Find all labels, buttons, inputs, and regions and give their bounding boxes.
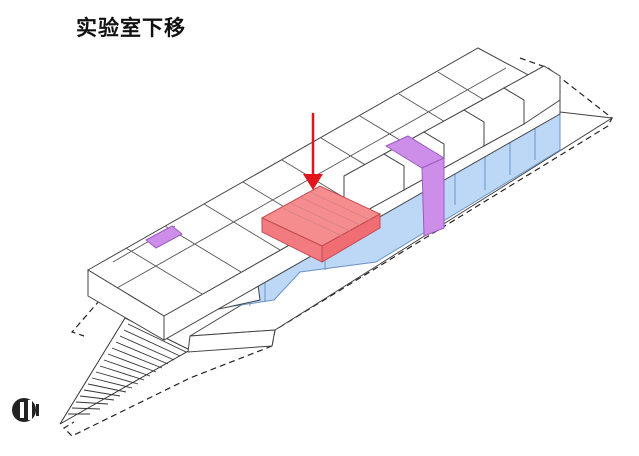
lab-modules-highlight bbox=[260, 185, 382, 263]
purple-core-marks bbox=[145, 135, 446, 249]
down-arrow-icon bbox=[303, 113, 323, 190]
studio-logo-icon bbox=[12, 398, 39, 422]
entrance-stair bbox=[59, 317, 192, 425]
page-title: 实验室下移 bbox=[76, 16, 186, 40]
